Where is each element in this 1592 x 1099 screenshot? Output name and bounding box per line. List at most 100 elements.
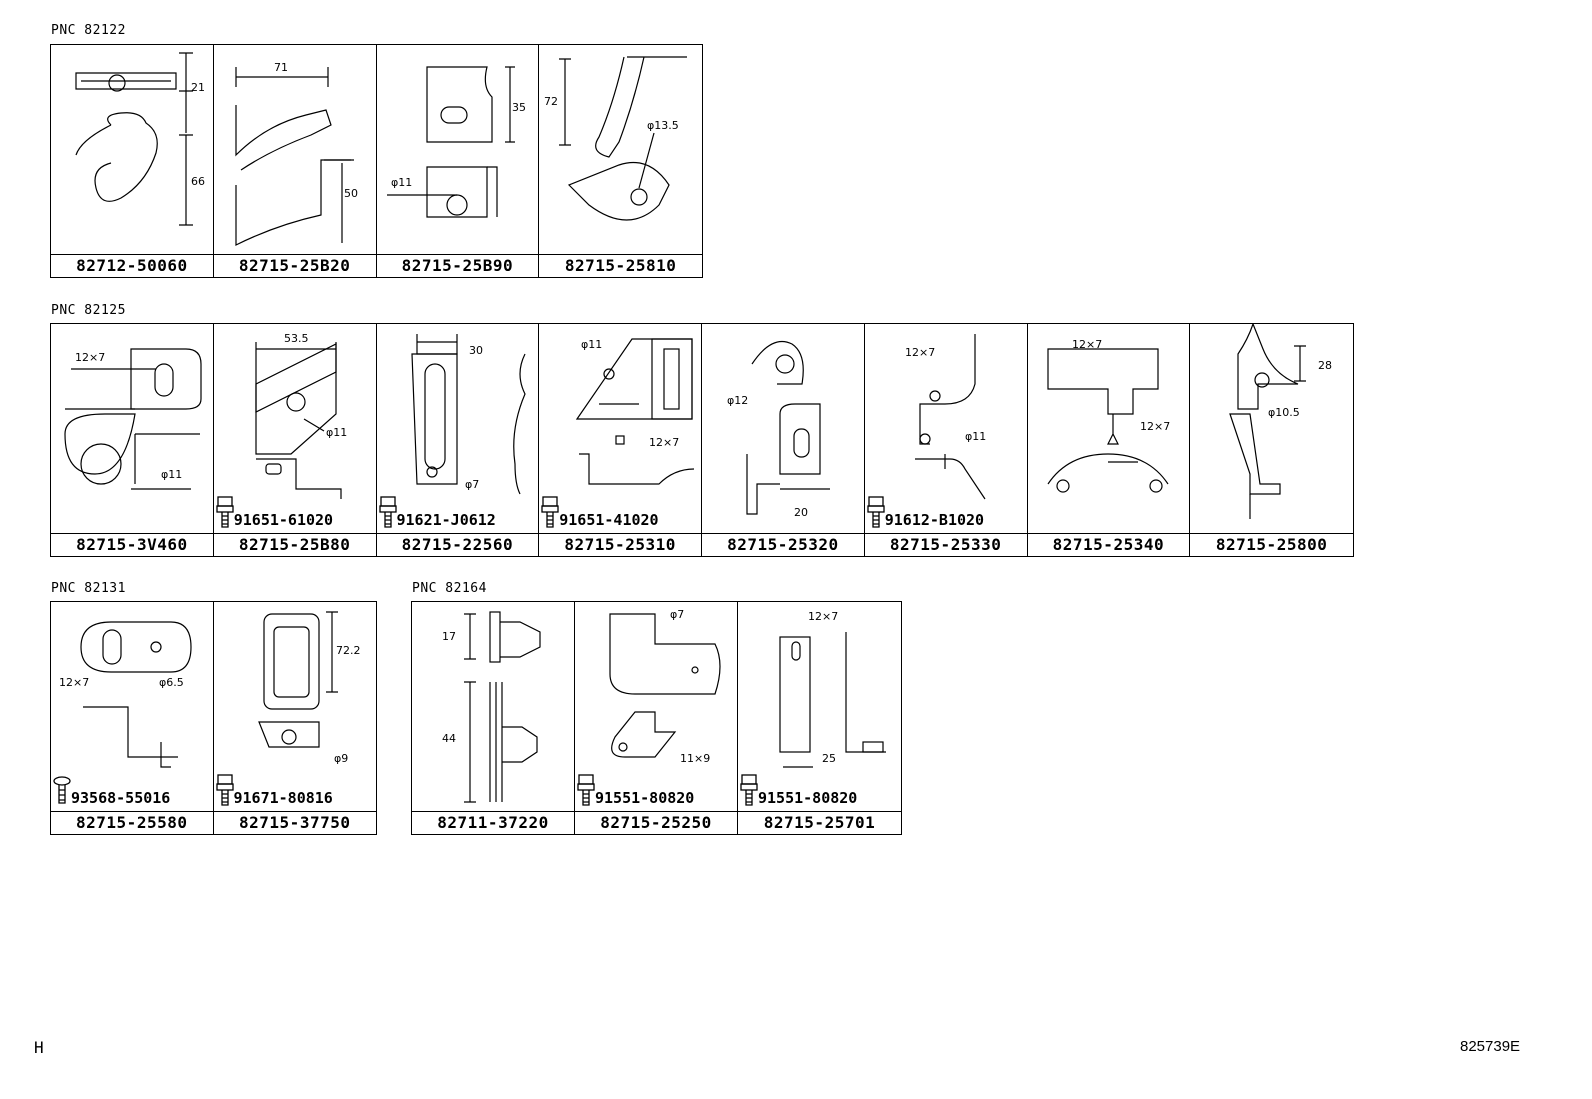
dim-label: φ11 [326, 426, 347, 439]
part-cell[interactable]: 71 50 82715-25B20 [213, 45, 377, 277]
bolt-icon [216, 496, 234, 528]
dim-label: φ11 [965, 430, 986, 443]
part-group: 17 44 82711-37220 φ7 11×9 91551-80820 82… [411, 601, 902, 835]
bracket-drawing: 12×7 φ11 [64, 348, 202, 490]
part-cell[interactable]: 12×7 φ11 82715-3V460 [51, 324, 214, 556]
part-number: 82715-37750 [213, 811, 376, 834]
pnc-label: PNC 82122 [51, 23, 126, 38]
bracket-drawing: 71 50 [235, 61, 358, 246]
pnc-label: PNC 82164 [412, 581, 487, 596]
dim-label: φ7 [465, 478, 479, 491]
bolt-callout: 91551-80820 [577, 773, 694, 807]
part-number: 82715-25B80 [213, 533, 376, 556]
part-number: 82715-25340 [1027, 533, 1190, 556]
pnc-label: PNC 82125 [51, 303, 126, 318]
screw-icon [53, 776, 71, 804]
pnc-label: PNC 82131 [51, 581, 126, 596]
bracket-drawing: 72.2 φ9 [257, 611, 361, 765]
bracket-drawing: 30 φ7 [410, 334, 526, 495]
dim-label: 12×7 [649, 436, 679, 449]
dim-label: 66 [191, 175, 205, 188]
footer-figure-id: 825739E [1460, 1038, 1521, 1055]
dim-label: 28 [1318, 359, 1332, 372]
bracket-drawing: 28 φ10.5 [1229, 324, 1332, 519]
footer-code-left: H [34, 1038, 44, 1057]
dim-label: φ11 [581, 338, 602, 351]
dim-label: 12×7 [75, 351, 105, 364]
dim-label: φ7 [670, 608, 684, 621]
part-cell[interactable]: 17 44 82711-37220 [412, 602, 575, 834]
bracket-drawing: 12×7 φ6.5 [59, 621, 192, 768]
dim-label: φ11 [391, 176, 412, 189]
bracket-drawing: 53.5 φ11 [255, 332, 347, 499]
part-cell[interactable]: 35 φ11 82715-25B90 [376, 45, 540, 277]
bolt-number: 91671-80816 [233, 789, 333, 807]
part-number: 82715-25330 [864, 533, 1027, 556]
bracket-drawing: 12×7 25 [779, 610, 886, 768]
part-cell[interactable]: 12×7 12×7 82715-25340 [1027, 324, 1191, 556]
bolt-number: 93568-55016 [71, 789, 171, 807]
bolt-callout: 91671-80816 [215, 773, 333, 807]
part-group: 12×7 φ11 82715-3V460 53.5 φ11 91651-6102… [50, 323, 1354, 557]
dim-label: 71 [274, 61, 288, 74]
dim-label: 50 [344, 187, 358, 200]
bolt-icon [577, 774, 595, 806]
part-cell[interactable]: 53.5 φ11 91651-61020 82715-25B80 [213, 324, 377, 556]
dim-label: 21 [191, 81, 205, 94]
part-cell[interactable]: φ12 20 82715-25320 [702, 324, 865, 556]
part-number: 82715-25310 [539, 533, 701, 556]
bolt-number: 91651-41020 [559, 511, 659, 529]
part-number: 82715-25580 [51, 811, 213, 834]
dim-label: φ13.5 [647, 119, 679, 132]
bolt-icon [867, 496, 885, 528]
dim-label: φ10.5 [1268, 406, 1300, 419]
part-number: 82715-3V460 [51, 533, 213, 556]
dim-label: 11×9 [680, 752, 710, 765]
bracket-drawing: φ11 12×7 [576, 338, 695, 485]
bracket-drawing: 12×7 φ11 [905, 334, 986, 500]
bolt-callout: 91651-41020 [541, 495, 659, 529]
part-cell[interactable]: 12×7 φ11 91612-B1020 82715-25330 [864, 324, 1028, 556]
bracket-drawing: 12×7 12×7 [1046, 338, 1170, 493]
dim-label: 72.2 [336, 644, 361, 657]
part-cell[interactable]: 12×7 φ6.5 93568-55016 82715-25580 [51, 602, 214, 834]
dim-label: φ6.5 [159, 676, 184, 689]
bolt-number: 91651-61020 [233, 511, 334, 529]
bolt-icon [541, 496, 559, 528]
part-number: 82715-25B20 [213, 254, 376, 277]
dim-label: φ12 [727, 394, 748, 407]
bolt-number: 91551-80820 [595, 789, 695, 807]
bolt-icon [740, 774, 758, 806]
part-cell[interactable]: 72.2 φ9 91671-80816 82715-37750 [213, 602, 376, 834]
bolt-callout: 91551-80820 [740, 773, 857, 807]
bolt-callout: 91651-61020 [216, 495, 333, 529]
part-number: 82715-25810 [539, 254, 702, 277]
bolt-icon [378, 496, 397, 528]
bolt-callout: 93568-55016 [53, 773, 170, 807]
part-number: 82715-25B90 [376, 254, 539, 277]
bolt-callout: 91621-J0612 [378, 495, 496, 529]
dim-label: 53.5 [284, 332, 309, 345]
bolt-number: 91551-80820 [758, 789, 858, 807]
part-cell[interactable]: 30 φ7 91621-J0612 82715-22560 [376, 324, 540, 556]
dim-label: φ9 [334, 752, 348, 765]
part-number: 82712-50060 [51, 254, 213, 277]
bolt-number: 91612-B1020 [884, 511, 985, 529]
part-cell[interactable]: 28 φ10.5 82715-25800 [1190, 324, 1353, 556]
part-number: 82715-25250 [575, 811, 737, 834]
part-number: 82715-25701 [738, 811, 901, 834]
part-cell[interactable]: 21 66 82712-50060 [51, 45, 214, 277]
dim-label: 35 [512, 101, 526, 114]
dim-label: 12×7 [1072, 338, 1102, 351]
part-group: 21 66 82712-50060 71 50 82715-25B20 [50, 44, 703, 278]
clip-drawing: 17 44 [442, 611, 541, 803]
part-cell[interactable]: φ7 11×9 91551-80820 82715-25250 [575, 602, 738, 834]
part-cell[interactable]: 12×7 25 91551-80820 82715-25701 [738, 602, 901, 834]
part-cell[interactable]: 72 φ13.5 82715-25810 [539, 45, 702, 277]
part-cell[interactable]: φ11 12×7 91651-41020 82715-25310 [539, 324, 702, 556]
bracket-drawing: 72 φ13.5 [544, 56, 688, 221]
dim-label: 12×7 [1140, 420, 1170, 433]
part-number: 82715-25800 [1190, 533, 1353, 556]
part-group: 12×7 φ6.5 93568-55016 82715-25580 72.2 φ… [50, 601, 377, 835]
dim-label: 17 [442, 630, 456, 643]
